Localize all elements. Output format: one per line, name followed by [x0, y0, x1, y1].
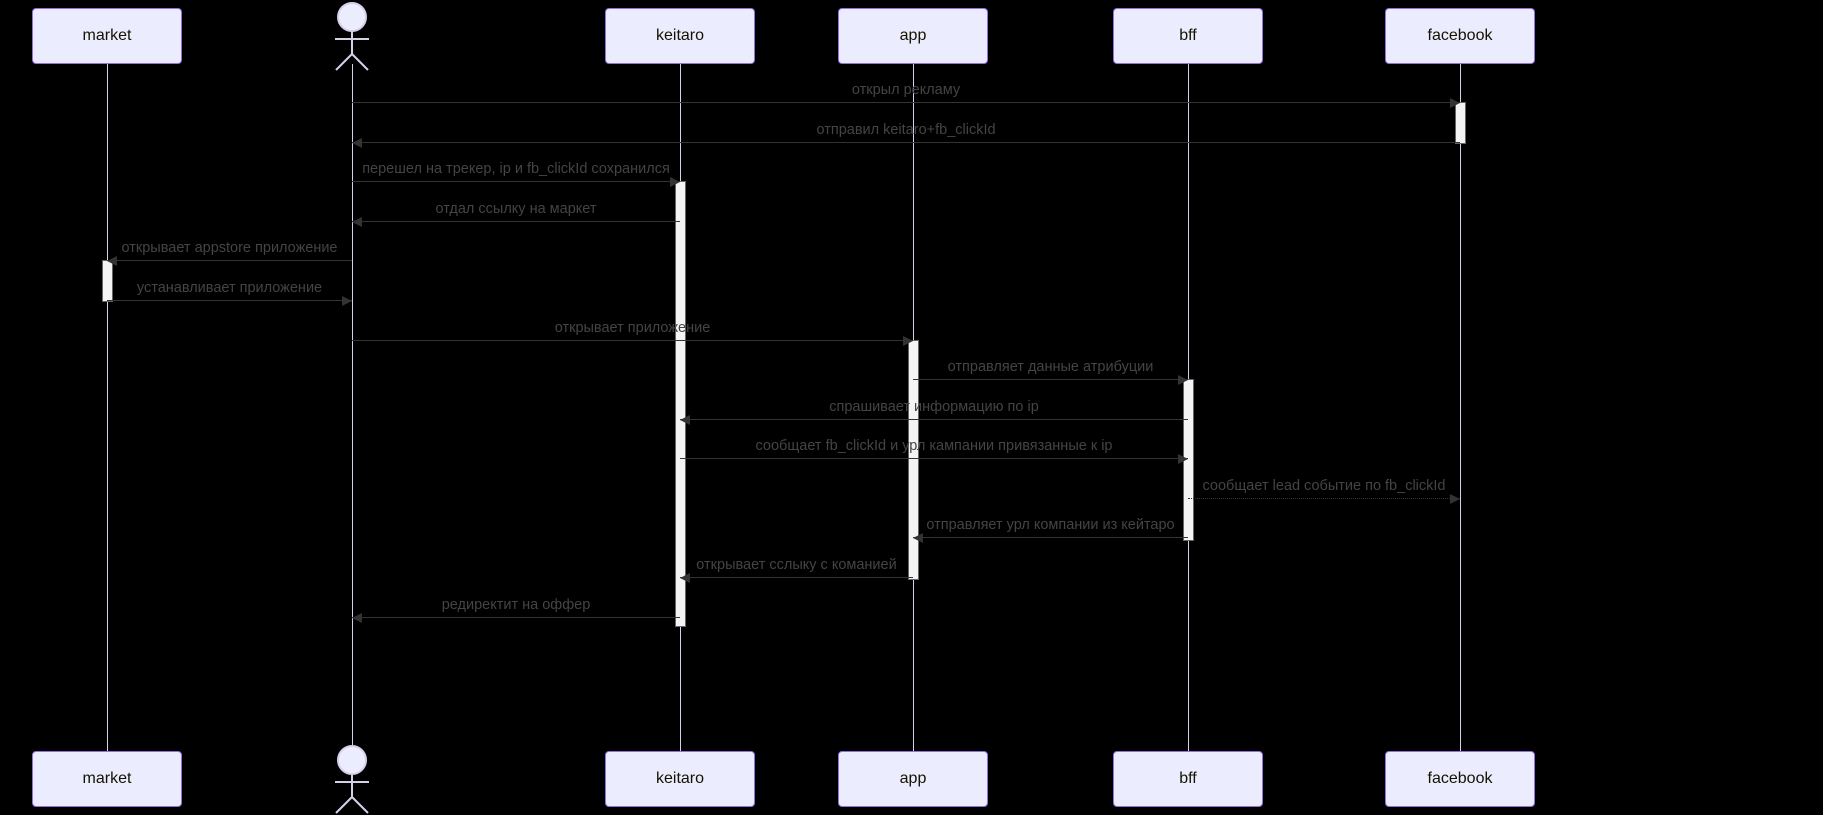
message-label-6: устанавливает приложение	[136, 280, 323, 296]
message-arrowhead-7	[903, 335, 913, 346]
actor-user-bottom	[327, 745, 377, 815]
message-line-9	[680, 419, 1188, 420]
message-line-6	[107, 300, 352, 301]
message-arrowhead-2	[352, 137, 362, 148]
message-line-12	[913, 537, 1188, 538]
message-arrowhead-4	[352, 216, 362, 227]
participant-keitaro-top[interactable]: keitaro	[605, 8, 755, 64]
participant-facebook-top[interactable]: facebook	[1385, 8, 1535, 64]
activation-bar-keitaro	[675, 181, 686, 627]
activation-bar-market	[102, 260, 113, 302]
message-line-14	[352, 617, 680, 618]
lifeline-facebook	[1460, 64, 1461, 751]
message-label-2: отправил keitaro+fb_clickId	[816, 122, 996, 138]
message-label-10: сообщает fb_clickId и урл кампании привя…	[755, 438, 1113, 454]
participant-label-bff: bff	[1179, 770, 1197, 787]
participant-market-top[interactable]: market	[32, 8, 182, 64]
message-line-1	[352, 102, 1460, 103]
message-line-11	[1188, 498, 1460, 499]
lifeline-market	[107, 64, 108, 751]
participant-label-keitaro: keitaro	[655, 770, 705, 787]
message-arrowhead-9	[680, 414, 690, 425]
participant-label-facebook: facebook	[1427, 770, 1493, 787]
participant-label-keitaro: keitaro	[655, 27, 705, 44]
message-line-10	[680, 458, 1188, 459]
message-label-12: отправляет урл компании из кейтаро	[926, 517, 1175, 533]
message-line-7	[352, 340, 913, 341]
message-line-13	[680, 577, 913, 578]
participant-keitaro-bottom[interactable]: keitaro	[605, 751, 755, 807]
message-arrowhead-12	[913, 532, 923, 543]
participant-bff-bottom[interactable]: bff	[1113, 751, 1263, 807]
message-arrowhead-8	[1178, 374, 1188, 385]
message-label-11: сообщает lead событие по fb_clickId	[1202, 478, 1446, 494]
message-label-13: открывает сслыку с команией	[696, 557, 897, 573]
message-label-3: перешел на трекер, ip и fb_clickId сохра…	[362, 161, 670, 177]
message-arrowhead-5	[107, 255, 117, 266]
participant-label-app: app	[899, 770, 927, 787]
message-arrowhead-14	[352, 612, 362, 623]
participant-bff-top[interactable]: bff	[1113, 8, 1263, 64]
message-line-5	[107, 260, 352, 261]
participant-label-bff: bff	[1179, 27, 1197, 44]
message-line-3	[352, 181, 680, 182]
actor-user-top	[327, 2, 377, 72]
participant-app-bottom[interactable]: app	[838, 751, 988, 807]
activation-bar-facebook	[1455, 102, 1466, 144]
participant-app-top[interactable]: app	[838, 8, 988, 64]
message-label-14: редиректит на оффер	[441, 597, 591, 613]
message-arrowhead-11	[1450, 493, 1460, 504]
message-arrowhead-1	[1450, 97, 1460, 108]
activation-bar-app	[908, 340, 919, 580]
message-label-4: отдал ссылку на маркет	[435, 201, 597, 217]
participant-label-facebook: facebook	[1427, 27, 1493, 44]
message-label-8: отправляет данные атрибуции	[947, 359, 1154, 375]
message-line-8	[913, 379, 1188, 380]
message-label-9: спрашивает информацию по ip	[829, 399, 1039, 415]
participant-label-app: app	[899, 27, 927, 44]
message-arrowhead-6	[342, 295, 352, 306]
message-line-2	[352, 142, 1460, 143]
message-line-4	[352, 221, 680, 222]
participant-label-market: market	[82, 27, 132, 44]
message-arrowhead-10	[1178, 453, 1188, 464]
participant-facebook-bottom[interactable]: facebook	[1385, 751, 1535, 807]
message-arrowhead-3	[670, 176, 680, 187]
message-label-1: открыл рекламу	[851, 82, 961, 98]
lifeline-user	[352, 64, 353, 751]
message-label-7: открывает приложение	[554, 320, 711, 336]
message-label-5: открывает appstore приложение	[121, 240, 338, 256]
participant-market-bottom[interactable]: market	[32, 751, 182, 807]
participant-label-market: market	[82, 770, 132, 787]
message-arrowhead-13	[680, 572, 690, 583]
